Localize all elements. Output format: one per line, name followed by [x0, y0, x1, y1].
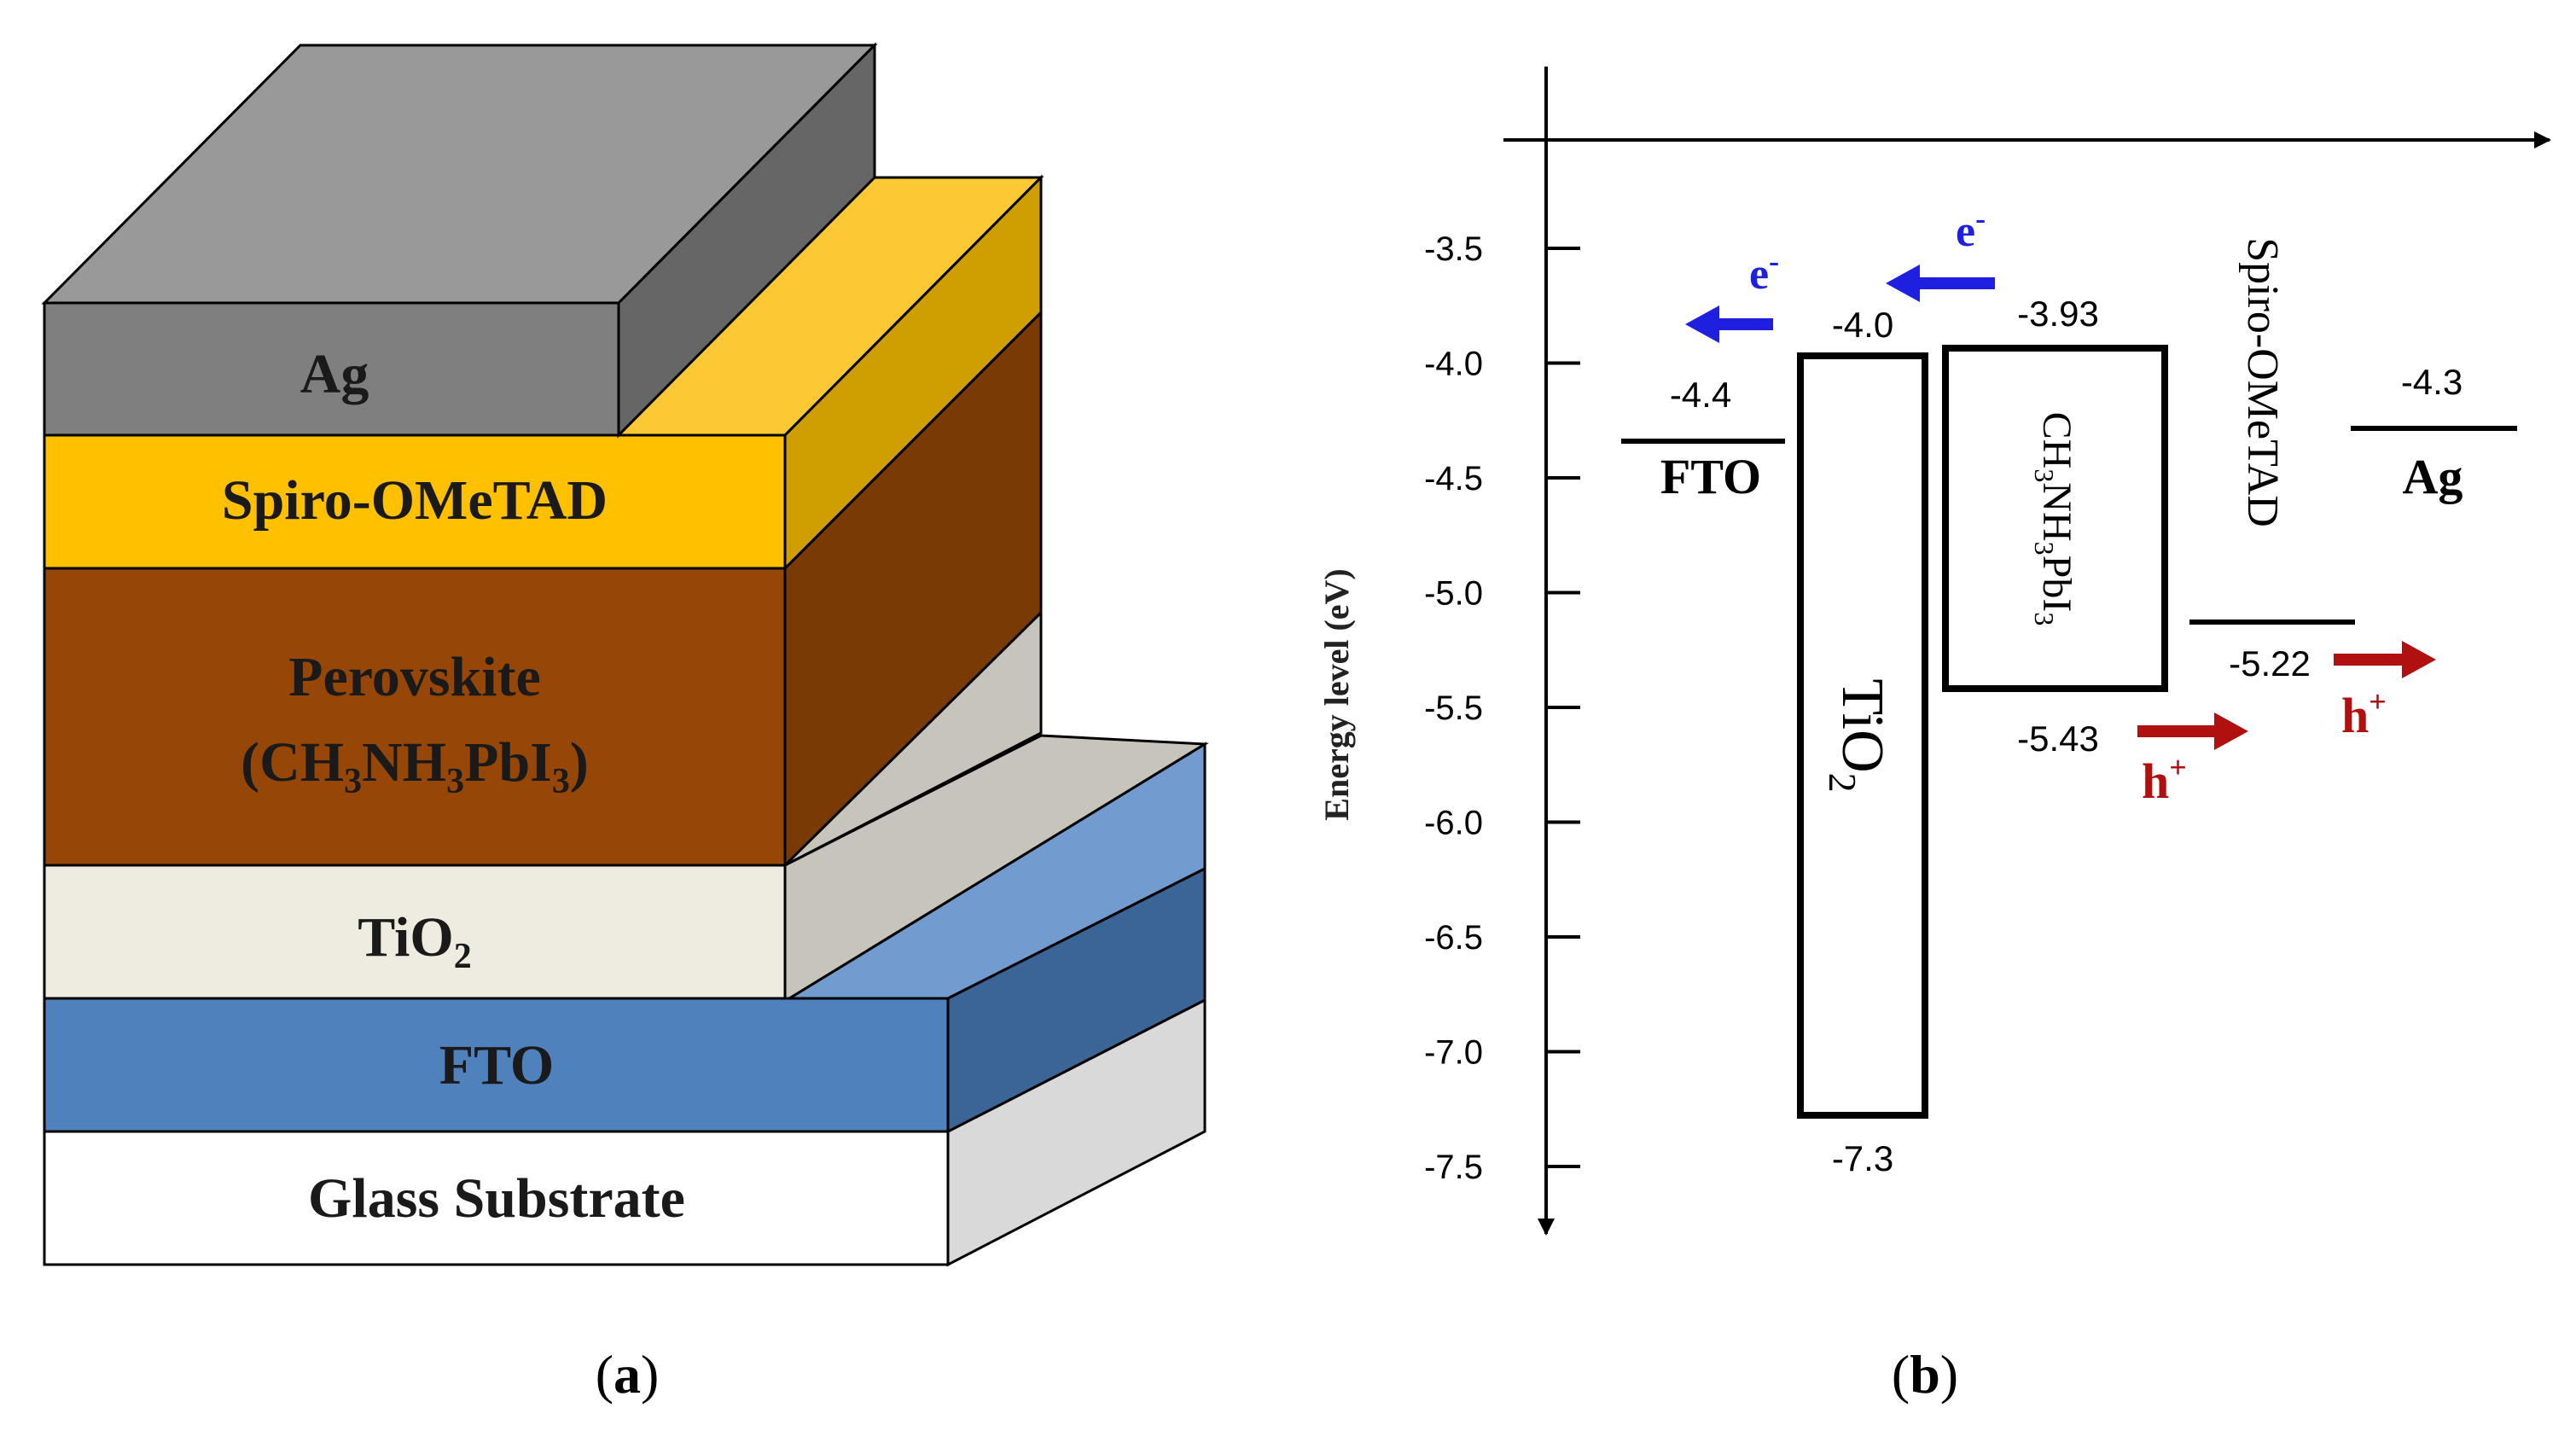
fto-level-label: FTO — [1660, 449, 1761, 504]
y-tick-label: -4.0 — [1424, 346, 1483, 383]
perovskite-layer — [43, 309, 1043, 869]
tio2-label: TiO2 — [358, 906, 472, 976]
perovskite-cb-value: -3.93 — [2017, 294, 2099, 334]
perovskite-band — [1942, 345, 2168, 692]
fto-label: FTO — [439, 1034, 554, 1097]
y-tick-label: -4.5 — [1424, 460, 1483, 497]
ag-value: -4.3 — [2401, 362, 2463, 402]
fto-layer — [43, 742, 1207, 1134]
y-tick-label: -5.0 — [1424, 575, 1483, 613]
spiro-value: -5.22 — [2229, 643, 2311, 684]
glass-layer — [43, 998, 1207, 1267]
tio2-band — [1797, 352, 1928, 1119]
y-tick-label: -3.5 — [1424, 230, 1483, 268]
y-tick-label: -5.5 — [1424, 689, 1483, 727]
spiro-level-label: Spiro-OMeTAD — [2238, 237, 2287, 527]
electron-label-2: e- — [1956, 201, 1986, 256]
spiro-layer — [43, 174, 1044, 572]
fto-value: -4.4 — [1670, 375, 1731, 415]
device-stack — [41, 42, 1209, 1267]
y-tick-label: -6.0 — [1424, 805, 1483, 842]
caption-a: (a) — [596, 1344, 660, 1405]
tio2-cb-value: -4.0 — [1832, 305, 1893, 345]
ag-label: Ag — [300, 343, 369, 405]
y-tick-label: -6.5 — [1424, 919, 1483, 957]
hole-label-1: h+ — [2142, 750, 2187, 809]
y-ticks: -3.5 -4.0 -4.5 -5.0 -5.5 -6.0 -6.5 -7.0 -7.5 — [1424, 230, 1580, 1186]
energy-diagram: -3.5 -4.0 -4.5 -5.0 -5.5 -6.0 -6.5 -7.0 -7.5 Ene… — [1317, 67, 2551, 1236]
hole-arrow-1 — [2137, 713, 2248, 750]
ag-level-label: Ag — [2403, 449, 2463, 504]
spiro-label: Spiro-OMeTAD — [222, 469, 608, 532]
glass-label: Glass Substrate — [308, 1167, 685, 1230]
tio2-vb-value: -7.3 — [1832, 1138, 1893, 1178]
electron-arrow-1 — [1685, 305, 1773, 343]
y-tick-label: -7.0 — [1424, 1034, 1483, 1072]
perovskite-band-label: CH3NH3PbI3 — [2029, 412, 2079, 626]
ag-layer — [41, 42, 878, 439]
tio2-band-label: TiO2 — [1821, 678, 1895, 792]
caption-b: (b) — [1892, 1344, 1958, 1405]
electron-label-1: e- — [1749, 244, 1779, 299]
hole-label-2: h+ — [2341, 684, 2387, 743]
perovskite-formula-label: (CH3NH3PbI3) — [241, 731, 589, 801]
y-axis-label: Energy level (eV) — [1317, 568, 1356, 820]
electron-arrow-2 — [1886, 265, 1995, 302]
hole-arrow-2 — [2334, 641, 2436, 678]
perovskite-label: Perovskite — [288, 646, 541, 708]
perovskite-vb-value: -5.43 — [2017, 718, 2099, 759]
y-tick-label: -7.5 — [1424, 1149, 1483, 1186]
